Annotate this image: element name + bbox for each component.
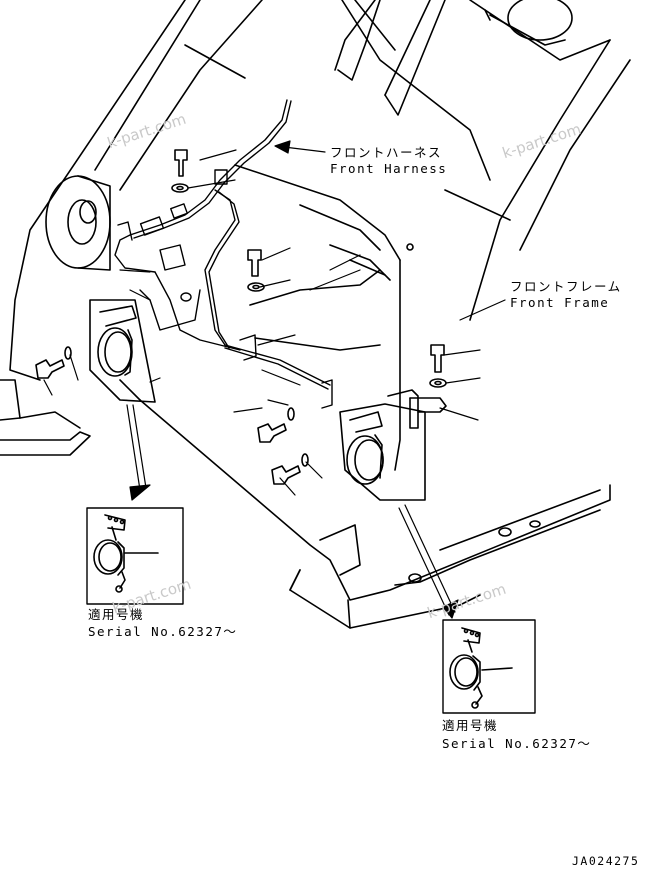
pivot-boss	[45, 175, 111, 271]
washer-6	[301, 453, 309, 467]
detail-box-right	[442, 619, 536, 714]
leader-lines	[43, 140, 506, 619]
bolt-3	[430, 344, 445, 373]
detail-left-applicable: 適用号機	[88, 607, 145, 622]
bolt-5	[257, 423, 287, 443]
front-frame-label-en: Front Frame	[510, 295, 610, 310]
horn-right-bracket-group	[339, 389, 447, 501]
loader-arm-frame	[9, 0, 631, 381]
front-harness-label-jp: フロントハーネス	[330, 145, 443, 160]
washer-3	[429, 378, 447, 388]
detail-right-serial: Serial No.62327～	[442, 736, 592, 751]
bolt-6	[271, 465, 301, 485]
front-frame-label-jp: フロントフレーム	[510, 279, 622, 294]
lower-frame	[0, 379, 611, 629]
horn-left-bracket-group	[89, 299, 156, 403]
washer-4	[64, 346, 72, 360]
detail-right-applicable: 適用号機	[442, 718, 499, 733]
bolt-4	[35, 359, 65, 379]
front-harness-label-en: Front Harness	[330, 161, 448, 176]
bolt-1	[174, 149, 188, 177]
washer-1	[171, 183, 189, 193]
bolts-washers	[35, 149, 447, 485]
front-harness	[114, 99, 333, 409]
detail-box-left	[86, 507, 184, 605]
washer-5	[287, 407, 295, 421]
washer-2	[247, 282, 265, 292]
drawing-number: JA024275	[572, 854, 640, 868]
bolt-2	[247, 249, 262, 277]
detail-left-serial: Serial No.62327～	[88, 624, 238, 639]
front-frame-body	[234, 164, 414, 471]
